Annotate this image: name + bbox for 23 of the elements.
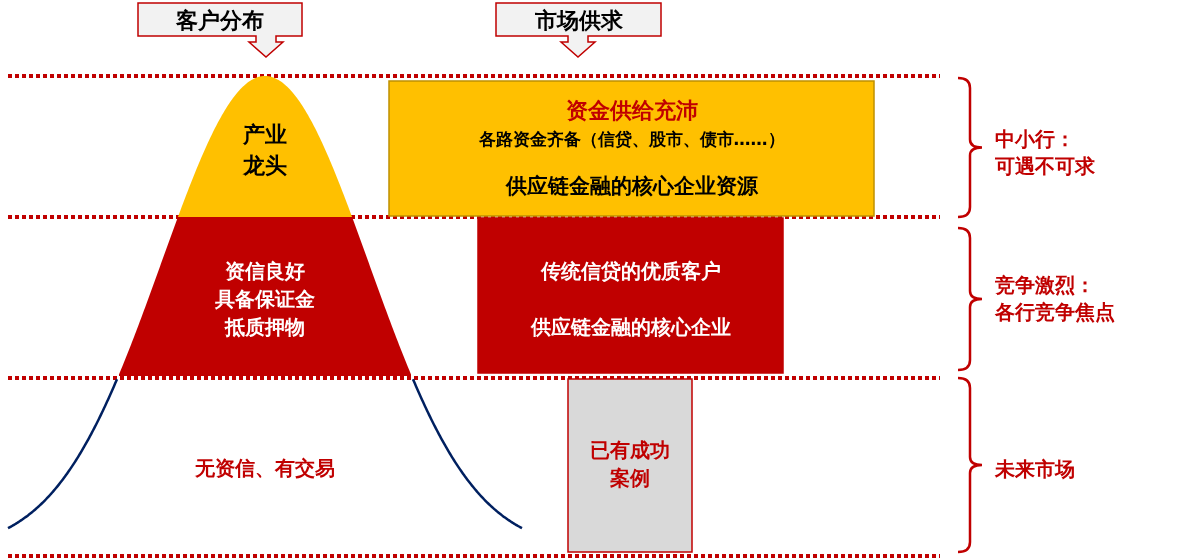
region-text: 供应链金融的核心企业 (529, 314, 732, 341)
heading-text: 客户分布 (175, 7, 265, 35)
region-text: 供应链金融的核心企业资源 (504, 173, 759, 200)
region-text: 各路资金齐备（信贷、股市、债市……） (477, 128, 786, 151)
brace-label: 各行竞争焦点 (995, 299, 1115, 326)
panel (567, 378, 693, 553)
region-text: 传统信贷的优质客户 (539, 258, 722, 285)
panel (477, 217, 784, 374)
heading-text: 市场供求 (533, 7, 624, 35)
region-text: 具备保证金 (214, 286, 316, 313)
region-text: 资信良好 (224, 258, 306, 285)
brace-label: 可遇不可求 (995, 153, 1095, 180)
panel (388, 80, 875, 217)
heading-callout (137, 2, 303, 58)
region-text: 无资信、有交易 (194, 455, 336, 482)
region-text: 已有成功案例 (590, 437, 670, 492)
heading-callout (495, 2, 662, 58)
region-text: 资金供给充沛 (564, 97, 699, 125)
brace-label: 未来市场 (995, 456, 1075, 483)
region-text: 产业龙头 (242, 121, 288, 180)
region-text: 抵质押物 (223, 314, 306, 341)
brace-label: 中小行： (995, 126, 1075, 153)
brace-label: 竞争激烈： (995, 272, 1095, 299)
